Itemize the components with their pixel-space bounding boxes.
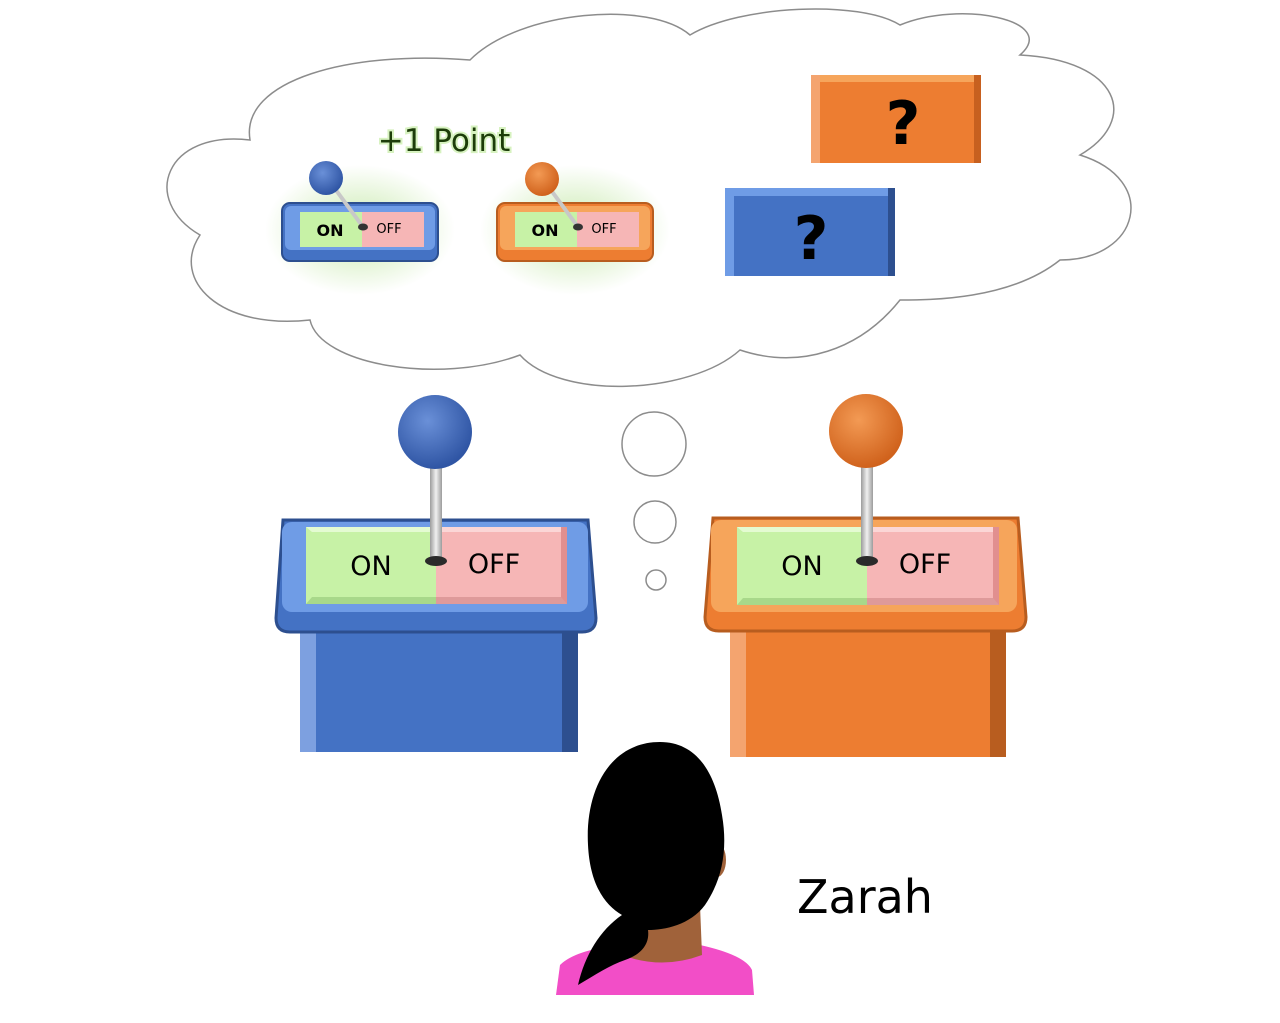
person-figure xyxy=(556,742,754,995)
reward-label: +1 Point xyxy=(378,123,511,159)
machine-blue: ON OFF xyxy=(274,395,598,752)
small-lever-orange-knob xyxy=(525,162,559,196)
small-lever-blue-off-label: OFF xyxy=(376,222,401,237)
person-hair xyxy=(578,742,725,985)
unknown-box-orange: ? xyxy=(811,75,981,163)
thought-bubble-medium xyxy=(633,500,677,544)
thought-bubble-small xyxy=(645,569,667,591)
unknown-box-blue-mark: ? xyxy=(794,204,829,274)
machine-blue-knob xyxy=(398,395,472,469)
unknown-box-orange-mark: ? xyxy=(886,89,921,159)
machine-orange-off-label: OFF xyxy=(899,549,951,580)
machine-orange-knob xyxy=(829,394,903,468)
small-lever-blue: ON OFF xyxy=(265,161,455,295)
person-name: Zarah xyxy=(797,870,933,924)
thought-bubble-large xyxy=(621,411,687,477)
small-lever-orange-on-label: ON xyxy=(532,221,559,240)
machine-orange: ON OFF xyxy=(703,394,1028,757)
machine-orange-on-label: ON xyxy=(781,551,822,582)
small-lever-blue-on-label: ON xyxy=(317,221,344,240)
unknown-box-blue: ? xyxy=(725,188,895,276)
machine-blue-on-label: ON xyxy=(350,551,391,582)
machine-blue-off-label: OFF xyxy=(468,549,520,580)
small-lever-orange: ON OFF xyxy=(480,162,670,295)
small-lever-blue-knob xyxy=(309,161,343,195)
small-lever-orange-off-label: OFF xyxy=(591,222,616,237)
